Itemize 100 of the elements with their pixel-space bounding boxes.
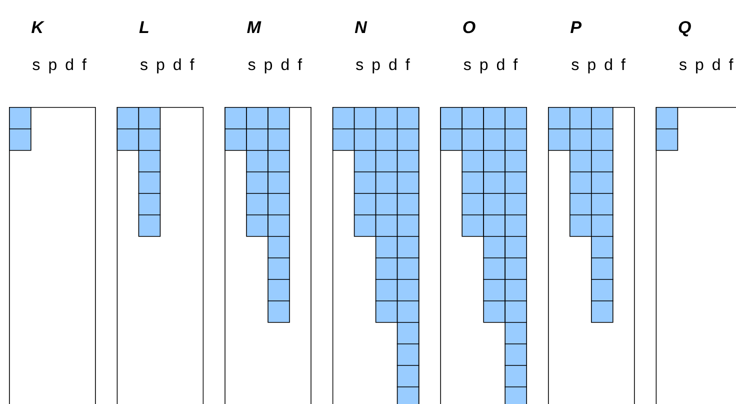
electron-cell	[570, 214, 592, 237]
electron-cell	[591, 258, 614, 280]
electron-cell	[396, 150, 420, 172]
electron-cell	[483, 150, 506, 172]
electron-cell	[570, 107, 592, 130]
electron-cell	[396, 172, 420, 194]
electron-cell	[116, 128, 140, 151]
electron-cell	[656, 128, 678, 151]
electron-cell	[246, 214, 268, 237]
shell-letter: K	[32, 21, 44, 33]
electron-cell	[268, 279, 290, 302]
electron-cell	[656, 107, 678, 130]
shell-letter: M	[247, 21, 262, 33]
electron-cell	[591, 236, 614, 258]
electron-cell	[483, 107, 506, 130]
electron-cell	[268, 300, 290, 323]
electron-cell	[504, 150, 527, 172]
electron-cell	[440, 128, 462, 151]
subshell-letters: s p d f	[572, 58, 626, 74]
electron-cell	[246, 172, 268, 194]
electron-cell	[504, 214, 527, 237]
electron-cell	[504, 322, 527, 344]
electron-cell	[504, 279, 527, 302]
electron-cell	[268, 214, 290, 237]
electron-cell	[396, 236, 420, 258]
electron-cell	[396, 344, 420, 366]
electron-cell	[138, 172, 161, 194]
electron-cell	[375, 107, 398, 130]
electron-cell	[138, 214, 161, 237]
electron-cell	[375, 300, 398, 323]
electron-cell	[396, 365, 420, 388]
electron-cell	[396, 322, 420, 344]
shell-letter: Q	[678, 21, 691, 36]
electron-cell	[224, 107, 247, 130]
electron-cell	[504, 128, 527, 151]
electron-cell	[246, 193, 268, 216]
electron-cell	[375, 150, 398, 172]
electron-cell	[504, 386, 527, 404]
electron-cell	[548, 107, 570, 130]
shell-letter: O	[463, 21, 476, 34]
subshell-letters: s p d f	[679, 58, 734, 74]
subshell-letters: s p d f	[356, 58, 410, 74]
electron-cell	[548, 128, 570, 151]
electron-cell	[354, 107, 376, 130]
electron-cell	[396, 386, 420, 404]
electron-cell	[591, 300, 614, 323]
electron-cell	[462, 172, 484, 194]
electron-cell	[504, 344, 527, 366]
electron-cell	[246, 107, 268, 130]
electron-cell	[354, 150, 376, 172]
electron-cell	[570, 172, 592, 194]
electron-cell	[268, 236, 290, 258]
electron-cell	[440, 107, 462, 130]
shell-letter: P	[570, 21, 582, 33]
electron-cell	[9, 128, 32, 151]
electron-cell	[354, 193, 376, 216]
electron-cell	[396, 128, 420, 151]
electron-cell	[138, 150, 161, 172]
subshell-letters: s p d f	[464, 58, 518, 74]
electron-cell	[483, 193, 506, 216]
electron-cell	[396, 214, 420, 237]
electron-cell	[591, 150, 614, 172]
electron-cell	[591, 214, 614, 237]
electron-cell	[332, 128, 355, 151]
electron-cell	[396, 279, 420, 302]
electron-cell	[396, 107, 420, 130]
electron-cell	[570, 128, 592, 151]
electron-cell	[375, 258, 398, 280]
electron-cell	[246, 150, 268, 172]
electron-cell	[504, 107, 527, 130]
electron-cell	[332, 107, 355, 130]
electron-cell	[570, 150, 592, 172]
electron-cell	[570, 193, 592, 216]
electron-cell	[483, 214, 506, 237]
electron-cell	[375, 193, 398, 216]
electron-cell	[375, 214, 398, 237]
electron-cell	[396, 300, 420, 323]
electron-cell	[591, 172, 614, 194]
subshell-letters: s p d f	[248, 58, 302, 74]
electron-cell	[396, 193, 420, 216]
electron-cell	[246, 128, 268, 151]
electron-cell	[268, 150, 290, 172]
subshell-letters: s p d f	[140, 58, 194, 74]
electron-cell	[462, 128, 484, 151]
electron-cell	[138, 128, 161, 151]
electron-cell	[483, 236, 506, 258]
electron-cell	[116, 107, 140, 130]
electron-cell	[138, 193, 161, 216]
subshell-letters: s p d f	[32, 58, 86, 74]
electron-cell	[138, 107, 161, 130]
electron-cell	[375, 172, 398, 194]
electron-cell	[504, 258, 527, 280]
electron-cell	[224, 128, 247, 151]
electron-cell	[591, 107, 614, 130]
electron-cell	[268, 193, 290, 216]
electron-cell	[354, 172, 376, 194]
electron-cell	[504, 193, 527, 216]
electron-cell	[375, 279, 398, 302]
electron-cell	[396, 258, 420, 280]
electron-cell	[483, 128, 506, 151]
